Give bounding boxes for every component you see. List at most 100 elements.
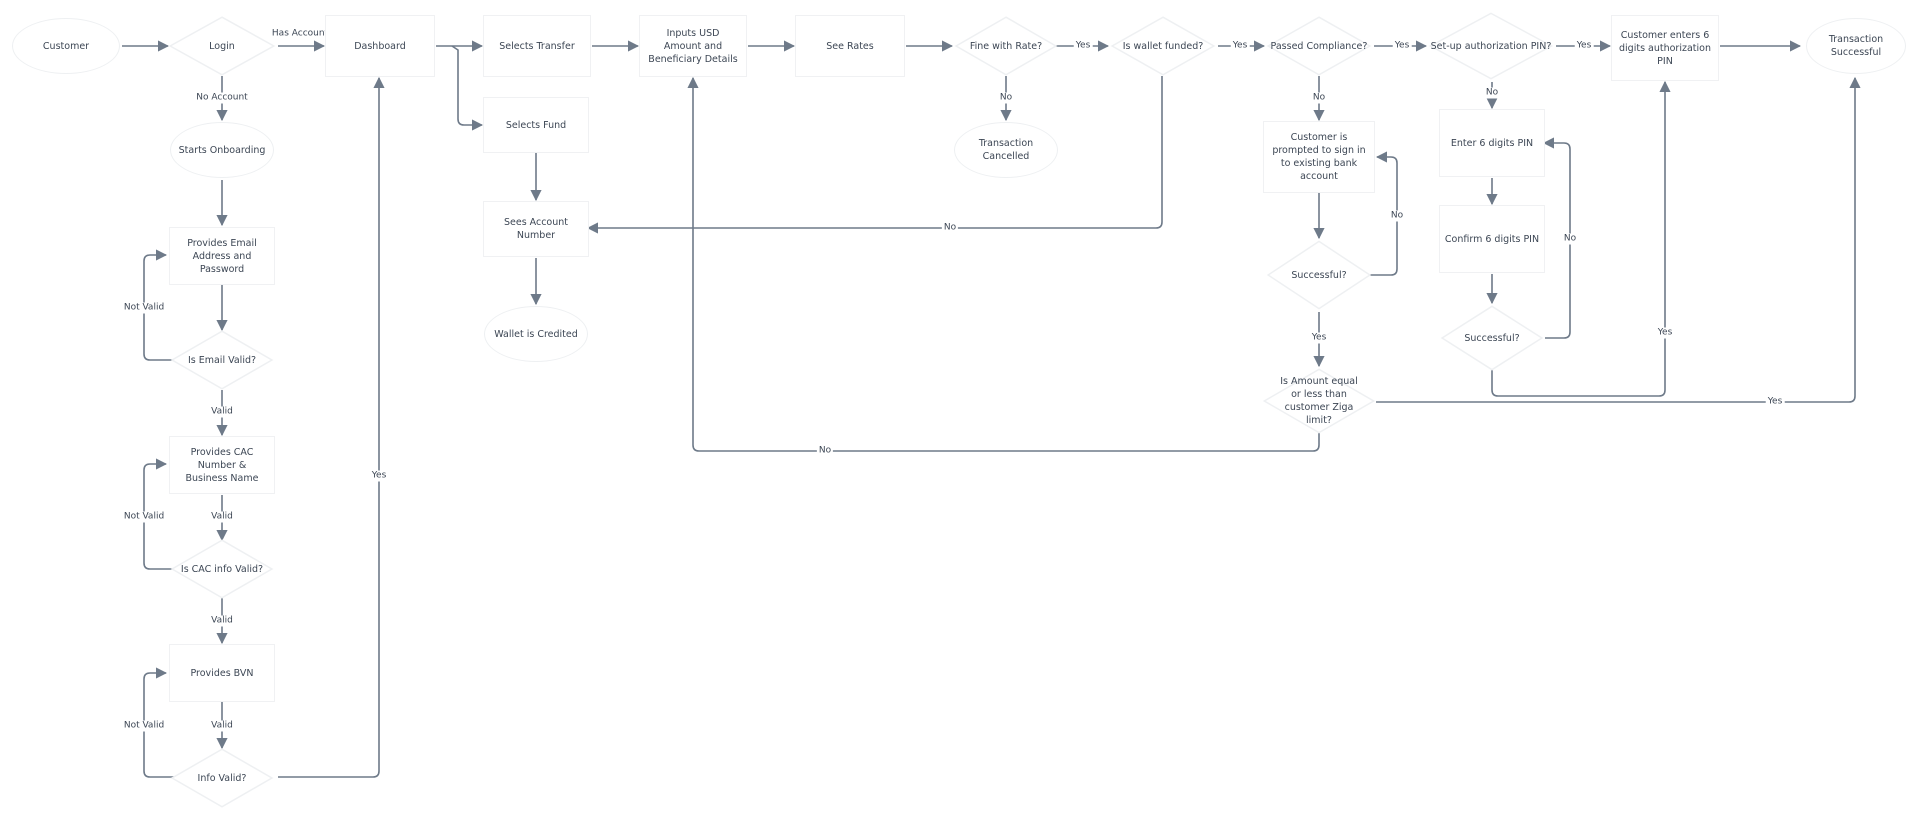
diamond-shape <box>1262 368 1376 434</box>
node-fine-with-rate-label: Fine with Rate? <box>969 40 1043 52</box>
node-provides-email: Provides Email Address and Password <box>170 228 274 284</box>
edge-info-dashboard <box>278 76 385 778</box>
diamond-shape <box>1440 305 1544 371</box>
edge-label-cac-valid-in: Valid <box>209 511 235 523</box>
node-selects-transfer-label: Selects Transfer <box>499 40 575 52</box>
node-transaction-cancelled-label: Transaction Cancelled <box>978 138 1034 162</box>
node-selects-fund: Selects Fund <box>484 98 588 152</box>
node-wallet-credited-label: Wallet is Credited <box>494 328 578 340</box>
node-selects-transfer: Selects Transfer <box>484 16 590 76</box>
edge-label-no-account: No Account <box>194 92 250 104</box>
node-inputs-usd: Inputs USD Amount and Beneficiary Detail… <box>640 16 746 76</box>
edge-label-no-bank: No <box>1388 210 1406 222</box>
node-provides-bvn: Provides BVN <box>170 645 274 701</box>
edge-label-yes-setup: Yes <box>1574 40 1594 52</box>
node-provides-cac-label: Provides CAC Number & Business Name <box>185 446 259 484</box>
diamond-shape <box>1110 16 1216 76</box>
edge-pinsuccess-yes <box>1491 80 1671 397</box>
edge-label-cac-valid-out: Valid <box>209 615 235 627</box>
node-provides-cac: Provides CAC Number & Business Name <box>170 437 274 493</box>
node-confirm-pin-label: Confirm 6 digits PIN <box>1444 233 1540 245</box>
node-see-rates-label: See Rates <box>826 40 874 52</box>
edge-label-email-not-valid: Not Valid <box>121 302 167 314</box>
node-enter-pin: Enter 6 digits PIN <box>1440 110 1544 176</box>
edge-limit-no <box>687 76 1320 452</box>
node-setup-pin: Set-up authorization PIN? <box>1428 12 1554 80</box>
node-inputs-usd-label: Inputs USD Amount and Beneficiary Detail… <box>648 27 738 65</box>
diamond-shape <box>170 330 274 390</box>
node-successful-bank-label: Successful? <box>1291 269 1347 281</box>
edge-label-email-valid: Valid <box>209 406 235 418</box>
edge-label-no-compliance: No <box>1310 92 1328 104</box>
edge-label-no-limit: No <box>816 445 834 457</box>
edge-label-bvn-valid: Valid <box>209 720 235 732</box>
node-see-rates: See Rates <box>796 16 904 76</box>
node-customer-enters-pin: Customer enters 6 digits authorization P… <box>1612 16 1718 80</box>
node-amount-limit: Is Amount equal or less than customer Zi… <box>1262 368 1376 434</box>
node-starts-onboarding-label: Starts Onboarding <box>178 144 266 156</box>
edge-label-cac-not-valid: Not Valid <box>121 511 167 523</box>
diamond-shape <box>1428 12 1554 80</box>
node-login-label: Login <box>209 40 235 52</box>
edge-dashboard-fund <box>451 45 484 131</box>
node-fine-with-rate: Fine with Rate? <box>954 16 1058 76</box>
edge-label-bvn-not-valid: Not Valid <box>121 720 167 732</box>
node-passed-compliance-label: Passed Compliance? <box>1270 40 1368 52</box>
edge-label-no-rate: No <box>997 92 1015 104</box>
diamond-shape <box>170 748 274 808</box>
node-confirm-pin: Confirm 6 digits PIN <box>1440 206 1544 272</box>
edge-label-yes-pin: Yes <box>1655 327 1675 339</box>
node-customer-label: Customer <box>42 40 90 52</box>
node-successful-pin-label: Successful? <box>1464 332 1520 344</box>
node-is-email-valid-label: Is Email Valid? <box>187 354 257 366</box>
edge-label-no-pin: No <box>1561 233 1579 245</box>
node-sees-account-number-label: Sees Account Number <box>503 217 569 241</box>
node-login: Login <box>168 16 276 76</box>
diamond-shape <box>1266 16 1372 76</box>
node-is-wallet-funded: Is wallet funded? <box>1110 16 1216 76</box>
node-is-cac-valid: Is CAC info Valid? <box>170 539 274 599</box>
edge-label-yes-rate: Yes <box>1073 40 1093 52</box>
node-is-email-valid: Is Email Valid? <box>170 330 274 390</box>
node-customer-enters-pin-label: Customer enters 6 digits authorization P… <box>1619 29 1711 67</box>
node-dashboard: Dashboard <box>326 16 434 76</box>
edge-label-yes-dashboard: Yes <box>369 470 389 482</box>
node-provides-bvn-label: Provides BVN <box>190 667 254 679</box>
node-starts-onboarding: Starts Onboarding <box>170 122 274 178</box>
node-transaction-cancelled: Transaction Cancelled <box>954 122 1058 178</box>
diamond-shape <box>168 16 276 76</box>
edge-label-yes-limit: Yes <box>1765 396 1785 408</box>
edge-label-no-funded: No <box>941 222 959 234</box>
node-wallet-credited: Wallet is Credited <box>484 306 588 362</box>
diamond-shape <box>954 16 1058 76</box>
node-transaction-successful-label: Transaction Successful <box>1828 34 1884 58</box>
node-amount-limit-label: Is Amount equal or less than customer Zi… <box>1280 376 1358 426</box>
node-dashboard-label: Dashboard <box>354 40 406 52</box>
diamond-shape <box>1266 240 1372 310</box>
node-successful-bank: Successful? <box>1266 240 1372 310</box>
node-is-cac-valid-label: Is CAC info Valid? <box>180 563 264 575</box>
node-provides-email-label: Provides Email Address and Password <box>187 237 257 275</box>
diamond-shape <box>170 539 274 599</box>
node-prompted-sign-in-label: Customer is prompted to sign in to exist… <box>1272 132 1366 182</box>
node-is-wallet-funded-label: Is wallet funded? <box>1122 40 1204 52</box>
node-customer: Customer <box>12 18 120 74</box>
node-selects-fund-label: Selects Fund <box>505 119 567 131</box>
edge-limit-yes <box>1376 76 1861 403</box>
edge-label-no-setup: No <box>1483 87 1501 99</box>
node-passed-compliance: Passed Compliance? <box>1266 16 1372 76</box>
edge-label-has-account: Has Account <box>269 28 331 40</box>
node-transaction-successful: Transaction Successful <box>1806 18 1906 74</box>
edge-label-yes-compliance: Yes <box>1392 40 1412 52</box>
node-setup-pin-label: Set-up authorization PIN? <box>1430 40 1552 52</box>
node-enter-pin-label: Enter 6 digits PIN <box>1450 137 1534 149</box>
node-sees-account-number: Sees Account Number <box>484 202 588 256</box>
node-successful-pin: Successful? <box>1440 305 1544 371</box>
edge-funded-no <box>586 76 1163 234</box>
node-prompted-sign-in: Customer is prompted to sign in to exist… <box>1264 122 1374 192</box>
edge-label-yes-bank: Yes <box>1309 332 1329 344</box>
node-info-valid: Info Valid? <box>170 748 274 808</box>
edge-label-yes-funded: Yes <box>1230 40 1250 52</box>
node-info-valid-label: Info Valid? <box>197 772 247 784</box>
